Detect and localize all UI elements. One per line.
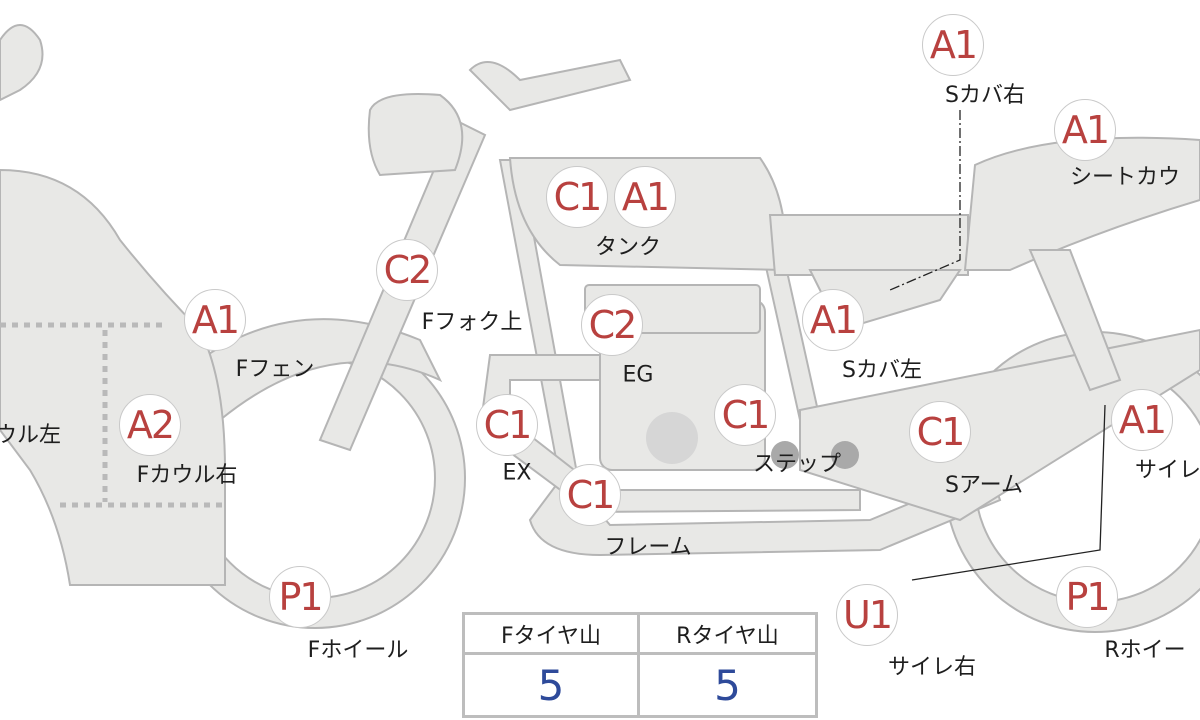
mirror (0, 24, 44, 102)
cowl-dotted-outline (0, 322, 225, 508)
front-cowl (0, 168, 226, 586)
part-label: Rホイー (1104, 638, 1186, 663)
damage-code-badge[interactable]: A1 (1111, 389, 1173, 451)
damage-code-badge[interactable]: C1 (714, 384, 776, 446)
damage-code-badge[interactable]: A1 (614, 166, 676, 228)
front-tire-value: 5 (465, 655, 640, 715)
damage-code-badge[interactable]: A2 (119, 394, 181, 456)
damage-code-badge[interactable]: U1 (836, 584, 898, 646)
part-label: Sアーム (945, 473, 1023, 498)
damage-code-badge[interactable]: P1 (1056, 566, 1118, 628)
seat (768, 214, 969, 276)
part-label: シートカウ (1069, 165, 1181, 190)
damage-code-badge[interactable]: A1 (922, 14, 984, 76)
leader-line-side-cover (889, 110, 961, 291)
part-label: Fフォク上 (421, 310, 523, 335)
damage-code-badge[interactable]: P1 (269, 566, 331, 628)
damage-code-badge[interactable]: A1 (1054, 99, 1116, 161)
part-label: ステップ (752, 452, 842, 477)
damage-code-badge[interactable]: C1 (909, 401, 971, 463)
damage-code-badge[interactable]: C2 (581, 294, 643, 356)
step-peg (771, 441, 799, 469)
part-label: フレーム (604, 535, 692, 560)
rear-tire-value: 5 (714, 660, 741, 710)
damage-code-badge[interactable]: C1 (546, 166, 608, 228)
handlebar (468, 58, 632, 112)
damage-code-badge[interactable]: C2 (376, 239, 438, 301)
leader-lines (889, 110, 1106, 581)
headlight (367, 93, 464, 177)
part-label: サイレ (1134, 458, 1200, 483)
part-label: Fフェン (235, 357, 315, 382)
rear-tire-header: Rタイヤ山 (640, 615, 815, 655)
damage-code-badge[interactable]: C1 (559, 464, 621, 526)
front-tire-header: Fタイヤ山 (465, 615, 640, 655)
damage-code-badge[interactable]: A1 (184, 289, 246, 351)
part-label: タンク (594, 235, 662, 260)
damage-code-badge[interactable]: A1 (802, 289, 864, 351)
part-label: Fホイール (307, 638, 409, 663)
engine-cover (646, 412, 698, 464)
damage-code-badge[interactable]: C1 (476, 394, 538, 456)
part-label: EG (622, 362, 654, 388)
part-label: Fカウル右 (136, 463, 238, 488)
tire-tread-table: Fタイヤ山 Rタイヤ山 5 5 (462, 612, 818, 718)
part-label: EX (502, 460, 532, 486)
part-label: Sカバ左 (842, 358, 922, 383)
step-peg (831, 441, 859, 469)
rear-frame (1028, 249, 1122, 392)
part-label: サイレ右 (887, 655, 977, 680)
part-label: Sカバ右 (945, 83, 1025, 108)
fcowl-left-label: ウル左 (0, 423, 62, 448)
leader-line-muffler (911, 404, 1106, 581)
